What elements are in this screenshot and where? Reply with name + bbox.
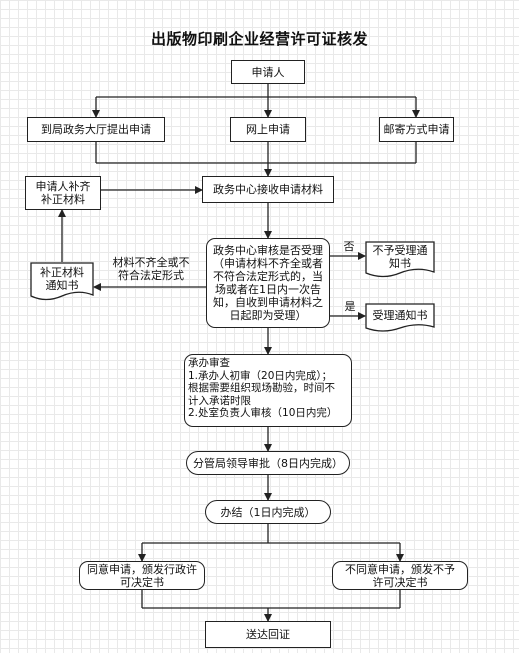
node-delivery-receipt: 送达回证 [205,621,331,648]
node-online-application: 网上申请 [230,117,306,142]
node-supplement-materials: 申请人补齐 补正材料 [25,176,101,210]
document-shape [365,241,435,278]
edge-label-incomplete: 材料不齐全或不 符合法定形式 [112,256,190,282]
reject-notice-label: 不予受理通 知书 [372,244,428,270]
node-handling-review: 承办审查 1.承办人初审（20日内完成）； 根据需要组织现场勘验，时间不 计入承… [184,354,352,427]
edge-label-yes: 是 [344,300,356,313]
document-shape [30,262,94,301]
node-correction-notice: 补正材料 通知书 [30,262,94,302]
accept-notice-label: 受理通知书 [372,309,428,322]
node-accept-notice: 受理通知书 [365,303,435,333]
node-applicant: 申请人 [231,60,305,84]
correction-notice-label: 补正材料 通知书 [40,266,84,292]
edge-label-no: 否 [343,240,355,253]
node-hall-application: 到局政务大厅提出申请 [27,117,165,142]
node-agree-license: 同意申请，颁发行政许 可决定书 [79,561,205,590]
node-reject-notice: 不予受理通 知书 [365,241,435,279]
node-disagree-license: 不同意申请，颁发不予 许可决定书 [332,561,468,590]
node-review-acceptance: 政务中心审核是否受理 （申请材料不齐全或者 不符合法定形式的，当 场或者在1日内… [206,238,330,328]
node-receive-materials: 政务中心接收申请材料 [202,176,334,203]
document-shape [365,303,435,332]
node-leader-approval: 分管局领导审批（8日内完成） [186,451,350,475]
node-finish: 办结（1日内完成） [205,500,331,524]
diagram-title: 出版物印刷企业经营许可证核发 [150,30,368,48]
node-mail-application: 邮寄方式申请 [379,117,454,142]
